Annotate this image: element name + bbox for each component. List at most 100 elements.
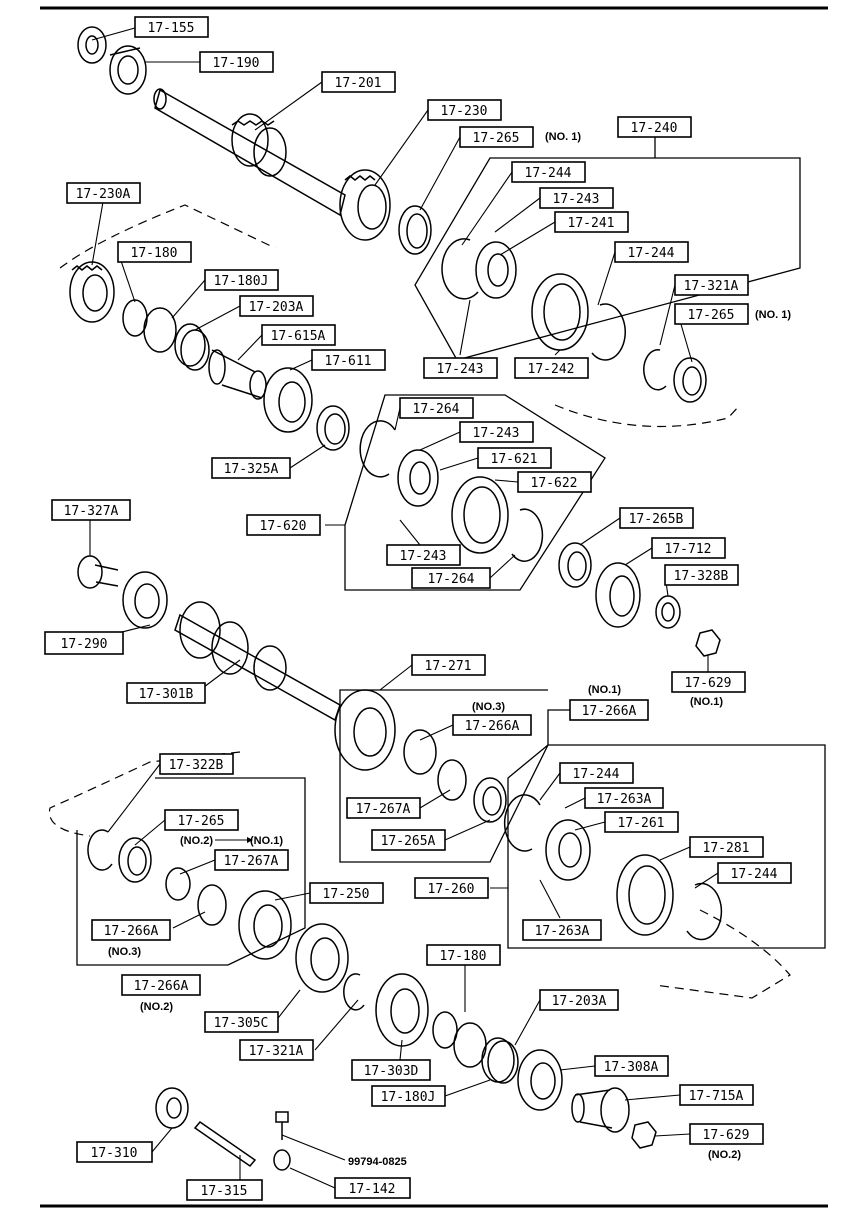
parts-drawing [69, 26, 723, 1171]
part-number: 17-615A [271, 329, 326, 344]
position-note: (NO. 1) [755, 309, 791, 321]
gear-part [595, 562, 641, 628]
part-number: 17-180J [214, 274, 269, 289]
snap-ring-part [591, 303, 626, 361]
part-number: 17-266A [465, 719, 520, 734]
synchro-hub-part [545, 819, 591, 881]
gear-part [295, 923, 349, 993]
part-label: 17-267A [346, 797, 421, 819]
part-number: 17-290 [61, 637, 108, 652]
part-label: 17-308A [594, 1055, 669, 1077]
part-number: 17-328B [674, 569, 729, 584]
part-label: 17-265A [371, 829, 446, 851]
part-label: 17-244 [559, 762, 634, 784]
part-number: 17-203A [552, 994, 607, 1009]
position-note: (NO.1) [588, 684, 621, 696]
bolt-part-number: 99794-0825 [348, 1156, 407, 1168]
part-number: 17-250 [323, 887, 370, 902]
gear-part [238, 890, 292, 960]
part-label: 17-301B [126, 682, 206, 704]
part-number: 17-203A [249, 300, 304, 315]
part-label: 17-243 [459, 421, 534, 443]
part-label: 17-629 [671, 671, 746, 693]
part-label: 17-622 [517, 471, 592, 493]
bearing-part [77, 26, 107, 64]
part-label: 17-190 [199, 51, 274, 73]
leader-lines [89, 27, 719, 1189]
part-number: 17-244 [573, 767, 620, 782]
position-note: (NO.1) [690, 696, 723, 708]
part-label: 17-325A [211, 457, 291, 479]
part-label: 17-611 [311, 349, 386, 371]
part-label: 17-266A [569, 699, 649, 721]
part-label: 17-155 [134, 16, 209, 38]
ring-part [673, 357, 707, 403]
part-label: 17-230A [66, 182, 141, 204]
part-label: 17-244 [717, 862, 792, 884]
part-number: 17-629 [703, 1128, 750, 1143]
position-note: (NO.2) [180, 835, 213, 847]
part-label: 17-265B [619, 507, 694, 529]
part-number: 17-190 [213, 56, 260, 71]
gear-part [517, 1049, 563, 1111]
part-number: 17-266A [134, 979, 189, 994]
part-number: 17-244 [731, 867, 778, 882]
part-number: 17-243 [473, 426, 520, 441]
part-number: 17-264 [428, 572, 475, 587]
part-number: 17-243 [437, 362, 484, 377]
part-number: 17-242 [528, 362, 575, 377]
gear-part [339, 169, 391, 241]
part-number: 17-327A [64, 504, 119, 519]
label-boxes: 17-155 17-190 17-201 17-230 17-265 17-24… [44, 16, 792, 1201]
part-label: 17-310 [76, 1141, 153, 1163]
part-number: 17-265A [381, 834, 436, 849]
note-arrow-head [247, 837, 253, 843]
part-label: 17-266A [121, 974, 201, 996]
part-label: 17-265 [459, 126, 534, 148]
ring-part [398, 205, 432, 255]
part-label: 17-327A [51, 499, 131, 521]
part-number: 17-201 [335, 76, 382, 91]
part-number: 17-142 [349, 1182, 396, 1197]
part-number: 17-244 [628, 246, 675, 261]
part-number: 17-321A [684, 279, 739, 294]
part-number: 17-241 [568, 216, 615, 231]
part-label: 17-180 [117, 241, 192, 263]
part-number: 17-264 [413, 402, 460, 417]
part-number: 17-301B [139, 687, 194, 702]
part-label: 17-305C [204, 1011, 279, 1033]
part-number: 17-265 [473, 131, 520, 146]
part-label: 17-230 [427, 99, 502, 121]
part-number: 17-180 [440, 949, 487, 964]
part-label: 17-180J [204, 269, 279, 291]
part-label: 17-281 [689, 836, 764, 858]
part-label: 17-242 [514, 357, 589, 379]
part-number: 17-180J [381, 1090, 436, 1105]
synchro-sleeve-part [451, 476, 509, 554]
part-number: 17-266A [582, 704, 637, 719]
part-label: 17-261 [604, 811, 679, 833]
part-number: 17-243 [553, 192, 600, 207]
part-number: 17-230A [76, 187, 131, 202]
part-number: 17-240 [631, 121, 678, 136]
part-number: 17-265 [178, 814, 225, 829]
bearing-part [109, 45, 147, 95]
gear-part [263, 367, 313, 433]
part-number: 17-243 [400, 549, 447, 564]
part-label: 17-250 [309, 882, 384, 904]
part-number: 17-180 [131, 246, 178, 261]
part-number: 17-629 [685, 676, 732, 691]
reverse-shaft-part [193, 1120, 257, 1168]
part-label: 17-266A [91, 919, 171, 941]
part-number: 17-265B [629, 512, 684, 527]
part-label: 17-263A [522, 919, 602, 941]
part-label: 17-180J [371, 1085, 446, 1107]
part-number: 17-266A [104, 924, 159, 939]
part-number: 17-315 [201, 1184, 248, 1199]
part-label: 17-201 [321, 71, 396, 93]
part-number: 17-267A [224, 854, 279, 869]
part-label: 17-328B [664, 564, 739, 586]
snap-ring-part [441, 238, 479, 300]
part-label: 17-265 [674, 303, 749, 325]
